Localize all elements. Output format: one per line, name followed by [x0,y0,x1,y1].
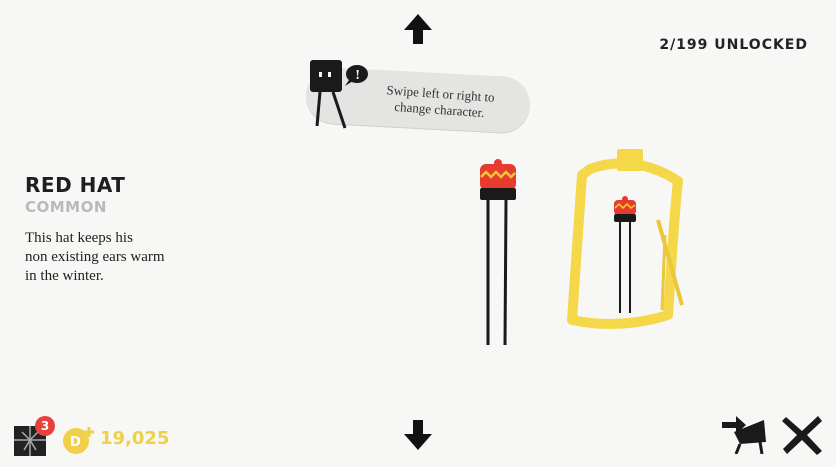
character-preview[interactable] [470,155,530,350]
mirror-icon [567,149,684,329]
item-rarity: COMMON [25,198,107,216]
gift-badge: 3 [35,416,55,436]
close-icon[interactable] [780,413,824,457]
item-description: This hat keeps his non existing ears war… [25,230,165,284]
coin-count: 19,025 [100,428,170,449]
svg-text:!: ! [355,68,360,82]
change-character-icon[interactable] [720,412,768,454]
coin-icon[interactable]: D [62,425,96,455]
unlocked-counter: 2/199 UNLOCKED [659,37,808,53]
arrow-down-icon[interactable] [402,418,434,452]
item-name: RED HAT [25,173,126,197]
arrow-up-icon[interactable] [402,12,434,46]
hint-character-icon: ! [310,60,368,129]
coin-letter: D [70,435,81,450]
gift-icon[interactable] [12,420,50,458]
